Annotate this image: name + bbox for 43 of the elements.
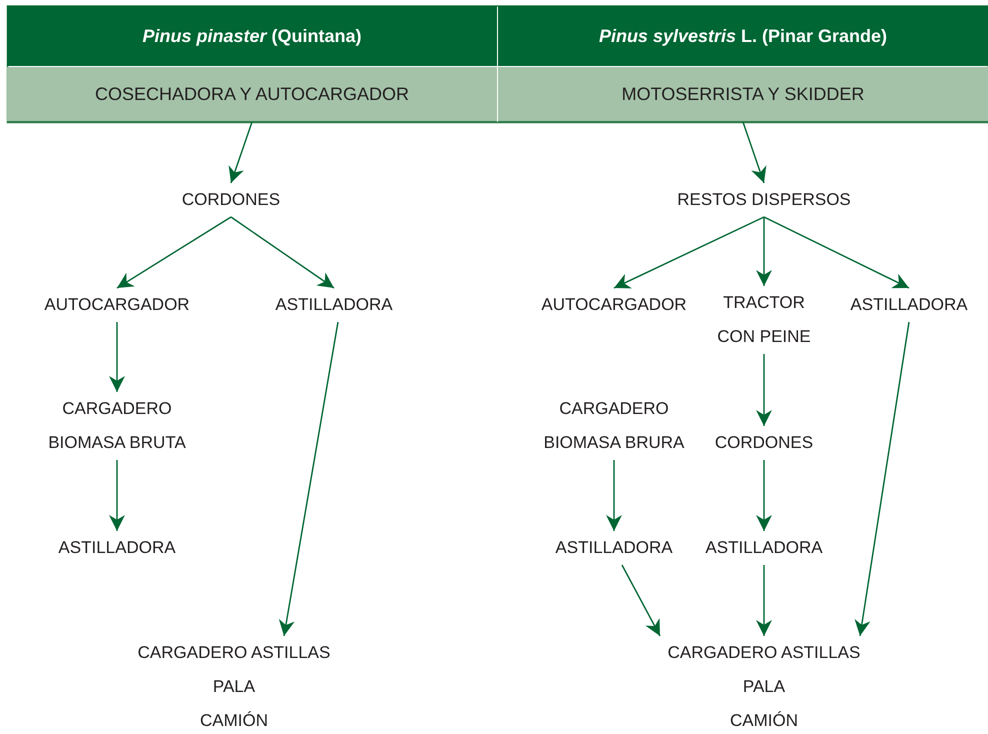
flow-arrow xyxy=(109,322,125,392)
flow-arrow xyxy=(854,322,910,636)
flow-arrow xyxy=(606,460,622,531)
flow-step-label: CORDONES xyxy=(182,189,280,211)
flow-step-label: ASTILLADORA xyxy=(275,294,393,316)
method-header-band xyxy=(7,67,497,122)
header-text: MOTOSERRISTA Y SKIDDER xyxy=(622,84,864,104)
species-header-band xyxy=(498,6,988,66)
header-text: COSECHADORA Y AUTOCARGADOR xyxy=(94,84,410,104)
header-text: Pinus pinaster (Quintana) xyxy=(142,26,362,46)
species-header-band xyxy=(7,6,497,66)
flow-arrow xyxy=(116,216,232,289)
flow-step-label: CAMIÓN xyxy=(729,710,799,732)
flow-arrow xyxy=(228,122,253,184)
flow-step-label: CARGADERO BIOMASA BRUTA xyxy=(47,398,187,454)
flow-arrow xyxy=(230,216,334,289)
flow-step-label: CAMIÓN xyxy=(199,710,269,732)
flow-step-label: ASTILLADORA xyxy=(705,537,823,559)
header-text: Pinus sylvestris L. (Pinar Grande) xyxy=(598,26,888,46)
flow-arrow xyxy=(621,564,661,636)
flow-step-label: CARGADERO BIOMASA BRURA xyxy=(542,398,686,454)
flow-arrow xyxy=(109,460,125,531)
flow-arrow xyxy=(742,122,766,184)
flow-arrow xyxy=(756,354,772,426)
flow-step-label: AUTOCARGADOR xyxy=(541,294,687,316)
flow-step-label: PALA xyxy=(212,676,256,698)
flow-arrow xyxy=(756,460,772,531)
flow-step-label: AUTOCARGADOR xyxy=(44,294,190,316)
flow-step-label: ASTILLADORA xyxy=(850,294,968,316)
flow-arrow xyxy=(764,216,910,289)
flow-step-label: PALA xyxy=(742,676,786,698)
flow-arrow xyxy=(756,217,772,286)
method-header-band xyxy=(498,67,988,122)
flow-step-label: ASTILLADORA xyxy=(58,537,176,559)
flow-arrow xyxy=(278,322,339,636)
flow-step-label: TRACTOR CON PEINE xyxy=(716,292,812,348)
flow-step-label: RESTOS DISPERSOS xyxy=(677,189,851,211)
flow-step-label: ASTILLADORA xyxy=(555,537,673,559)
flow-step-label: CORDONES xyxy=(714,432,814,454)
flow-arrow xyxy=(756,565,772,636)
flow-step-label: CARGADERO ASTILLAS xyxy=(668,642,860,664)
flow-arrow xyxy=(614,216,764,289)
flow-step-label: CARGADERO ASTILLAS xyxy=(138,642,330,664)
